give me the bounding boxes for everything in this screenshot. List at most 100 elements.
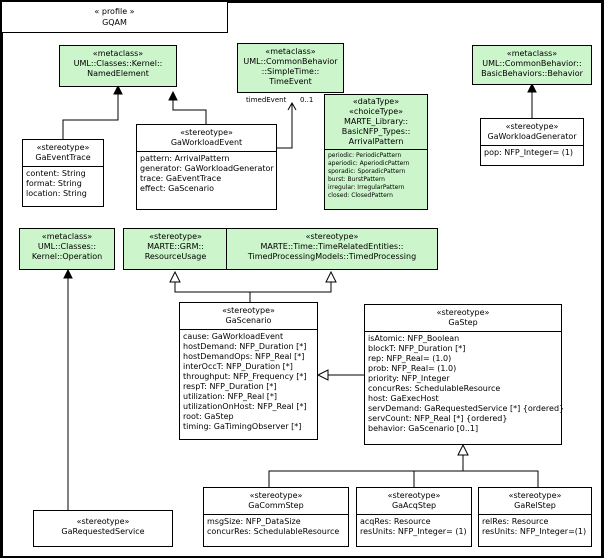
class-path: UML::CommonBehavior (243, 57, 338, 66)
class-name: BasicBehaviors::Behavior (481, 69, 583, 78)
attribute: resUnits: NFP_Integer=(1) (482, 527, 587, 536)
attribute: trace: GaEventTrace (140, 174, 222, 183)
class-step[interactable]: «stereotype» GaStep isAtomic: NFP_Boolea… (364, 304, 565, 445)
profile-tab: « profile » GQAM (2, 2, 228, 33)
attribute: irregular: IrregularPattern (328, 184, 405, 191)
gen-head-step (457, 443, 469, 456)
class-workload-event[interactable]: «stereotype» GaWorkloadEvent pattern: Ar… (136, 124, 277, 210)
attribute: effect: GaScenario (140, 184, 215, 193)
class-behavior[interactable]: «metaclass» UML::CommonBehavior:: BasicB… (472, 45, 592, 85)
class-name: GaAcqStep (391, 501, 437, 510)
attribute: servDemand: GaRequestedService [*] {orde… (368, 404, 565, 413)
class-name: ResourceUsage (144, 252, 207, 261)
class-name: Kernel::Operation (31, 252, 103, 261)
stereotype-label: «metaclass» (265, 47, 316, 56)
association-arrow-timedevent (287, 101, 297, 111)
stereotype-label: «stereotype» (76, 517, 130, 526)
class-path: MARTE_Library:: (343, 117, 409, 126)
attribute: concurRes: SchedulableResource (207, 527, 340, 536)
attribute: resUnits: NFP_Integer= (1) (360, 527, 467, 536)
association-timedevent (277, 103, 293, 149)
class-path: UML::Classes::Kernel:: (73, 59, 163, 68)
stereotype-label: «stereotype» (305, 232, 359, 241)
stereotype-label: «stereotype» (387, 491, 441, 500)
profile-stereotype: « profile » (94, 7, 135, 16)
extension-head-workloadgenerator (527, 82, 537, 93)
multiplicity-label: 0..1 (300, 96, 314, 104)
stereotype-label: «stereotype» (180, 128, 233, 137)
attribute: closed: ClosedPattern (328, 192, 393, 199)
generalization-substeps (268, 455, 539, 487)
class-path: MARTE::GRM:: (147, 242, 204, 251)
class-resource-usage[interactable]: «stereotype» MARTE::GRM:: ResourceUsage (123, 228, 228, 270)
class-scenario[interactable]: «stereotype» GaScenario cause: GaWorkloa… (179, 302, 318, 440)
class-name: ArrivalPattern (348, 137, 404, 146)
attribute: host: GaExecHost (368, 394, 439, 403)
stereotype-label: «stereotype» (36, 143, 90, 152)
attribute: interOccT: NFP_Duration [*] (183, 362, 293, 371)
stereotype-label: «metaclass» (41, 232, 93, 241)
class-name: GaRelStep (514, 501, 556, 510)
attribute: hostDemand: NFP_Duration [*] (183, 342, 307, 351)
class-requested-service[interactable]: «stereotype» GaRequestedService (33, 510, 173, 547)
class-named-element[interactable]: «metaclass» UML::Classes::Kernel:: Named… (59, 45, 177, 87)
stereotype-label: «stereotype» (249, 491, 303, 500)
attribute: behavior: GaScenario [0..1] (368, 424, 479, 433)
class-path: ::SimpleTime:: (261, 67, 320, 76)
attribute: concurRes: SchedulableResource (368, 384, 501, 393)
profile-name: GQAM (102, 18, 127, 27)
class-acq-step[interactable]: «stereotype» GaAcqStep acqRes: Resource … (356, 487, 472, 547)
attribute: acqRes: Resource (360, 517, 431, 526)
extension-eventtrace (62, 92, 119, 139)
class-workload-generator[interactable]: «stereotype» GaWorkloadGenerator pop: NF… (480, 118, 584, 166)
class-path: BasicNFP_Types:: (341, 127, 411, 136)
attribute: blockT: NFP_Duration [*] (368, 344, 466, 353)
attribute: hostDemandOps: NFP_Real [*] (183, 352, 305, 361)
gen-head-resourceusage (169, 270, 181, 283)
class-name: GaWorkloadEvent (170, 138, 243, 147)
generalization-scenario-timed (250, 282, 332, 293)
attribute: relRes: Resource (482, 517, 549, 526)
attribute: cause: GaWorkloadEvent (183, 332, 284, 341)
stereotype-label: «choiceType» (348, 107, 404, 116)
class-rel-step[interactable]: «stereotype» GaRelStep relRes: Resource … (478, 487, 592, 547)
class-name: GaCommStep (248, 501, 304, 510)
stereotype-label: «metaclass» (506, 49, 558, 58)
class-time-event[interactable]: «metaclass» UML::CommonBehavior ::Simple… (237, 43, 344, 93)
attribute: format: String (26, 179, 82, 188)
attribute: respT: NFP_Duration [*] (183, 382, 277, 391)
attribute: location: String (26, 189, 87, 198)
attribute: aperiodic: AperiodicPattern (328, 160, 410, 167)
class-path: MARTE::Time::TimeRelatedEntities:: (260, 242, 404, 251)
class-name: GaEventTrace (35, 153, 91, 162)
extension-head-workloadevent (168, 90, 178, 101)
class-arrival-pattern[interactable]: «dataType» «choiceType» MARTE_Library:: … (324, 94, 428, 210)
stereotype-label: «stereotype» (508, 491, 562, 500)
stereotype-label: «stereotype» (436, 308, 490, 317)
attribute: sporadic: SporadicPattern (328, 168, 406, 175)
class-name: GaWorkloadGenerator (487, 132, 577, 141)
attribute: priority: NFP_Integer (368, 374, 450, 383)
class-comm-step[interactable]: «stereotype» GaCommStep msgSize: NFP_Dat… (203, 487, 349, 547)
attribute: timing: GaTimingObserver [*] (183, 422, 302, 431)
attribute: servCount: NFP_Real [*] {ordered} (368, 414, 508, 423)
attribute: utilization: NFP_Real [*] (183, 392, 277, 401)
attribute: pop: NFP_Integer= (1) (484, 148, 574, 157)
class-name: GaRequestedService (61, 527, 145, 536)
gen-head-scenario (316, 369, 329, 381)
attribute: periodic: PeriodicPattern (328, 152, 402, 159)
attribute: rep: NFP_Real= (1.0) (368, 354, 452, 363)
class-name: GaScenario (225, 316, 272, 325)
class-path: UML::Classes:: (37, 242, 97, 251)
class-operation[interactable]: «metaclass» UML::Classes:: Kernel::Opera… (19, 228, 115, 270)
attribute: prob: NFP_Real= (1.0) (368, 364, 457, 373)
class-name: GaStep (448, 318, 478, 327)
attribute: utilizationOnHost: NFP_Real [*] (183, 402, 307, 411)
class-timed-processing[interactable]: «stereotype» MARTE::Time::TimeRelatedEnt… (226, 228, 438, 270)
class-event-trace[interactable]: «stereotype» GaEventTrace content: Strin… (22, 139, 104, 207)
extension-workloadevent (172, 98, 207, 124)
stereotype-label: «dataType» (352, 97, 400, 106)
stereotype-label: «metaclass» (92, 49, 144, 58)
